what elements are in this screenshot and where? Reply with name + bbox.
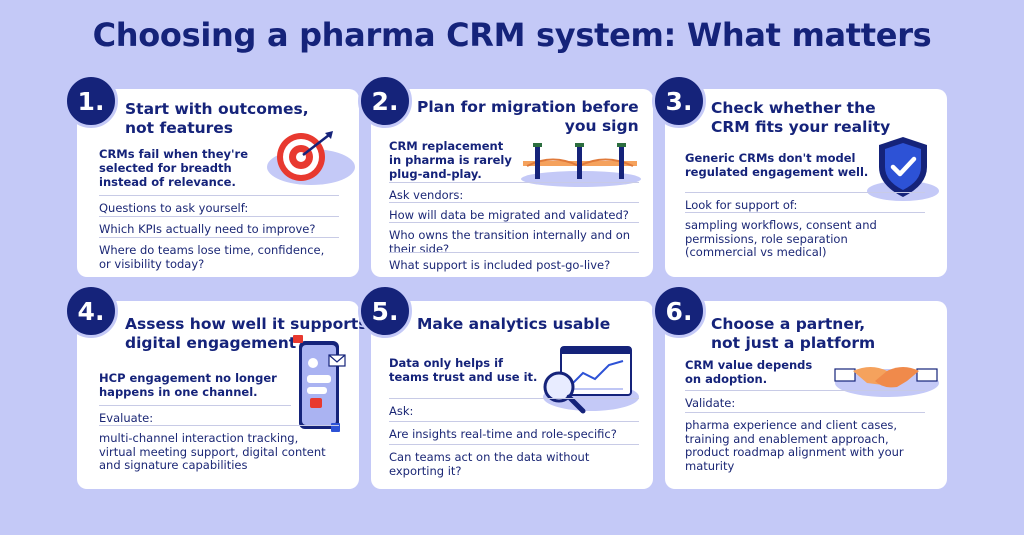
- card-row: Which KPIs actually need to improve?: [99, 216, 339, 237]
- card-row: Ask:: [389, 398, 639, 419]
- card-intro: CRM value depends on adoption.: [685, 358, 813, 386]
- card-intro: Data only helps if teams trust and use i…: [389, 356, 538, 384]
- card-row: Questions to ask yourself:: [99, 195, 339, 216]
- card-intro: CRM replacement in pharma is rarely plug…: [389, 139, 512, 181]
- step-badge-4: 4.: [64, 284, 118, 338]
- target-icon: [267, 131, 355, 185]
- card-3: Check whether the CRM fits your reality …: [665, 89, 947, 277]
- shield-check-icon: [867, 137, 939, 201]
- card-4: Assess how well it supports digital enga…: [77, 301, 368, 489]
- card-row: sampling workflows, consent and permissi…: [685, 212, 925, 260]
- bridge-icon: [521, 143, 641, 187]
- step-badge-1: 1.: [64, 74, 118, 128]
- card-row: Evaluate:: [99, 405, 291, 426]
- analytics-magnifier-icon: [543, 346, 639, 414]
- card-intro: CRMs fail when they're selected for brea…: [99, 147, 249, 189]
- page-title: Choosing a pharma CRM system: What matte…: [92, 16, 932, 54]
- phone-icon: [293, 335, 346, 432]
- card-row: What support is included post-go-live?: [389, 252, 639, 273]
- card-row: Validate:: [685, 390, 925, 411]
- card-row: How will data be migrated and validated?: [389, 202, 639, 223]
- card-title: Make analytics usable: [417, 315, 611, 333]
- card-2: Plan for migration before you sign CRM r…: [371, 89, 653, 277]
- step-badge-5: 5.: [358, 284, 412, 338]
- card-5: Make analytics usable Data only helps if…: [371, 301, 653, 489]
- card-6: Choose a partner, not just a platform CR…: [665, 301, 947, 489]
- card-title: Start with outcomes, not features: [125, 100, 309, 137]
- card-row: Ask vendors:: [389, 182, 639, 203]
- card-row: multi-channel interaction tracking, virt…: [99, 425, 339, 473]
- card-row: Are insights real-time and role-specific…: [389, 421, 639, 442]
- card-title: Check whether the CRM fits your reality: [711, 99, 891, 136]
- card-intro: Generic CRMs don't model regulated engag…: [685, 151, 869, 179]
- card-row: pharma experience and client cases, trai…: [685, 412, 925, 473]
- card-row: Can teams act on the data without export…: [389, 444, 639, 478]
- card-1: Start with outcomes, not features CRMs f…: [77, 89, 359, 277]
- step-badge-2: 2.: [358, 74, 412, 128]
- step-badge-3: 3.: [652, 74, 706, 128]
- card-title: Plan for migration before you sign: [417, 98, 639, 135]
- card-intro: HCP engagement no longer happens in one …: [99, 371, 277, 399]
- card-title: Choose a partner, not just a platform: [711, 315, 876, 352]
- card-row: Where do teams lose time, confidence, or…: [99, 237, 339, 271]
- card-row: Look for support of:: [685, 192, 925, 213]
- card-title: Assess how well it supports digital enga…: [125, 315, 368, 352]
- step-badge-6: 6.: [652, 284, 706, 338]
- card-row: Who owns the transition internally and o…: [389, 222, 639, 256]
